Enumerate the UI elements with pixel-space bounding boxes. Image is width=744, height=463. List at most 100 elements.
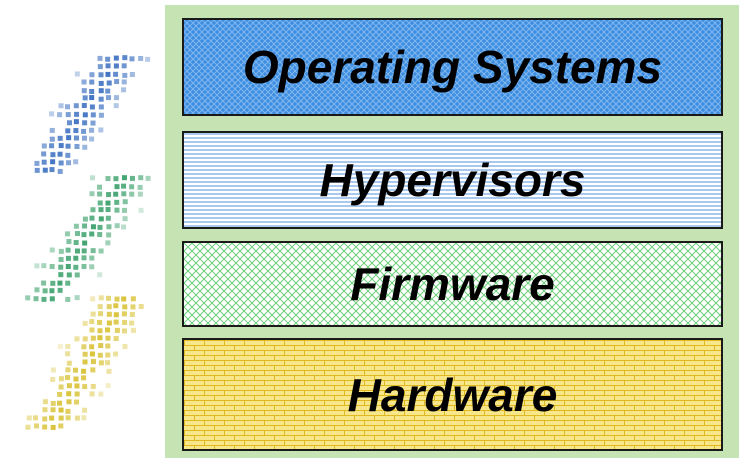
swirl-dot — [90, 359, 96, 365]
swirl-dot — [41, 263, 47, 269]
swirl-dot — [49, 127, 55, 133]
swirl-dot — [105, 215, 111, 221]
swirl-dot — [34, 167, 40, 173]
swirl-dot — [89, 344, 95, 350]
swirl-dot — [121, 175, 127, 181]
swirl-dot — [41, 159, 47, 165]
swirl-dot — [98, 104, 104, 110]
swirl-dot — [105, 63, 111, 69]
swirl-dot — [65, 408, 71, 414]
swirl-dot — [26, 415, 32, 421]
swirl-dot — [81, 103, 87, 109]
swirl-dot — [113, 303, 119, 309]
swirl-dot — [105, 88, 111, 94]
swirl-dot — [105, 360, 111, 366]
swirl-dot — [129, 311, 135, 317]
swirl-dot — [89, 351, 95, 357]
swirl-dot — [138, 304, 144, 310]
swirl-dot — [81, 344, 87, 350]
swirl-dot — [97, 352, 103, 358]
swirl-dot — [57, 151, 63, 157]
swirl-dot — [74, 391, 80, 397]
swirl-dot — [129, 191, 135, 197]
swirl-dot — [73, 135, 79, 141]
swirl-dot — [98, 96, 104, 102]
swirl-dot — [113, 63, 119, 69]
swirl-dot — [74, 399, 80, 405]
swirl-dot — [121, 296, 127, 302]
swirl-dot — [90, 248, 96, 254]
swirl-dot — [66, 160, 72, 166]
swirl-dot — [58, 264, 64, 270]
swirl-dot — [41, 280, 47, 286]
swirl-dot — [58, 103, 64, 109]
swirl-dot — [58, 248, 64, 254]
swirl-dot — [57, 112, 63, 118]
swirl-dot — [98, 112, 104, 118]
swirl-dot — [81, 415, 87, 421]
swirl-dot — [74, 272, 80, 278]
swirl-dot — [89, 215, 95, 221]
swirl-dot — [89, 191, 95, 197]
swirl-dot — [137, 191, 143, 197]
swirl-dot — [42, 416, 48, 422]
swirl-dot — [113, 312, 119, 318]
swirl-dot — [129, 56, 135, 62]
swirl-dot — [73, 240, 79, 246]
swirl-dot — [81, 128, 87, 134]
swirl-dot — [106, 368, 112, 374]
swirl-dot — [81, 255, 87, 261]
stripe-pattern-fill — [184, 133, 721, 227]
swirl-dot — [97, 231, 103, 237]
swirl-dot — [89, 127, 95, 133]
swirl-dot — [97, 272, 103, 278]
swirl-dot — [25, 424, 31, 430]
swirl-dot — [98, 391, 104, 397]
swirl-dot — [66, 120, 72, 126]
swirl-dot — [114, 184, 120, 190]
swirl-dot — [114, 223, 120, 229]
swirl-dot — [81, 263, 87, 269]
swirl-dot — [98, 216, 104, 222]
swirl-dot — [49, 415, 55, 421]
swirl-dot — [121, 328, 127, 334]
layer-stack-panel: Operating Systems Hypervisors — [165, 5, 739, 458]
swirl-dot — [49, 264, 55, 270]
swirl-dot — [129, 175, 135, 181]
swirl-dot — [113, 176, 119, 182]
swirl-dot — [122, 304, 128, 310]
swirl-dot — [57, 344, 63, 350]
swirl-dot — [65, 104, 71, 110]
swirl-dot — [33, 296, 39, 302]
swirl-dot — [113, 336, 119, 342]
swirl-dot — [50, 367, 56, 373]
crosshatch-pattern-fill — [184, 20, 721, 114]
swirl-dot — [113, 71, 119, 77]
swirl-dot — [57, 391, 63, 397]
swirl-dot — [42, 407, 48, 413]
swirl-dot — [74, 111, 80, 117]
swirl-dot — [122, 319, 128, 325]
swirl-dot — [81, 79, 87, 85]
swirl-dot — [66, 383, 72, 389]
swirl-dot — [57, 168, 63, 174]
swirl-dot — [145, 175, 151, 181]
swirl-dot — [98, 311, 104, 317]
swirl-dot — [97, 64, 103, 70]
swirl-dot — [41, 143, 47, 149]
swirl-dot — [50, 407, 56, 413]
swirl-dot — [138, 175, 144, 181]
swirl-dot — [74, 143, 80, 149]
swirl-dot — [89, 95, 95, 101]
swirl-dot — [58, 256, 64, 262]
swirl-dot — [105, 327, 111, 333]
swirl-dot — [81, 232, 87, 238]
swirl-dot — [74, 248, 80, 254]
swirl-dot — [42, 424, 48, 430]
swirl-dot — [34, 287, 40, 293]
swirl-dot — [97, 200, 103, 206]
swirl-dot — [58, 160, 64, 166]
swirl-dot — [49, 296, 55, 302]
swirl-dot — [66, 391, 72, 397]
swirl-dot — [98, 80, 104, 86]
